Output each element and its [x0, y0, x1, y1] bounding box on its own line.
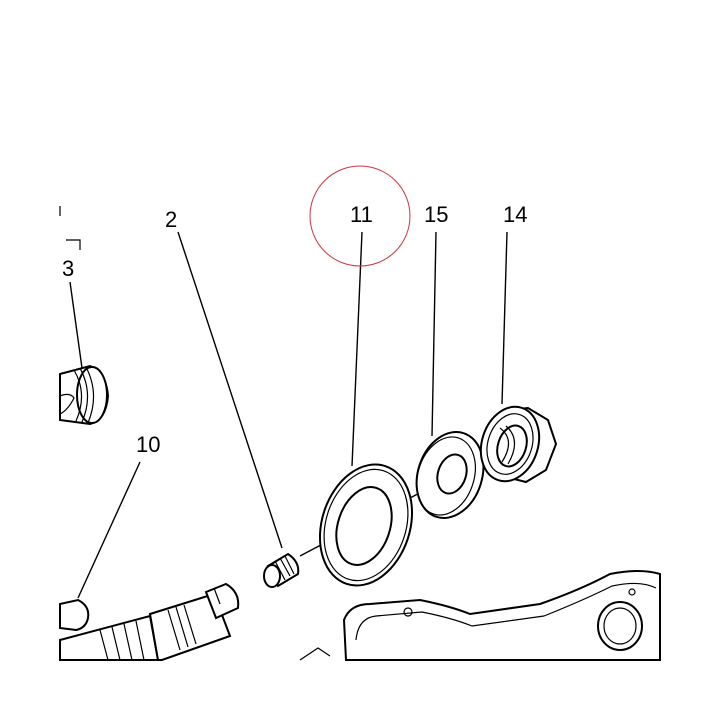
callout-label-10: 10: [136, 432, 160, 457]
callout-label-3: 3: [62, 256, 74, 281]
grub-screw-part-2: [263, 552, 300, 588]
threaded-plug-part-3: [59, 364, 110, 426]
leader-line-2: [177, 231, 283, 549]
leader-line-11: [351, 231, 363, 467]
leader-line-3: [69, 281, 83, 369]
shaft-part-10: [59, 582, 240, 661]
lock-washer-part-15: [415, 431, 485, 519]
callout-label-11: 11: [350, 202, 373, 227]
highlight-circle-11: [309, 165, 411, 267]
flat-washer-part-11: [318, 463, 414, 587]
callout-label-14: 14: [503, 202, 527, 227]
callout-label-15: 15: [424, 202, 448, 227]
leader-line-14: [501, 231, 508, 405]
leader-line-10: [77, 461, 141, 599]
hex-nut-part-14: [479, 405, 558, 484]
leader-line-15: [431, 231, 437, 437]
housing-bracket: [299, 570, 661, 661]
callout-label-2: 2: [165, 207, 177, 232]
cropped-part-bracket: [66, 239, 81, 250]
